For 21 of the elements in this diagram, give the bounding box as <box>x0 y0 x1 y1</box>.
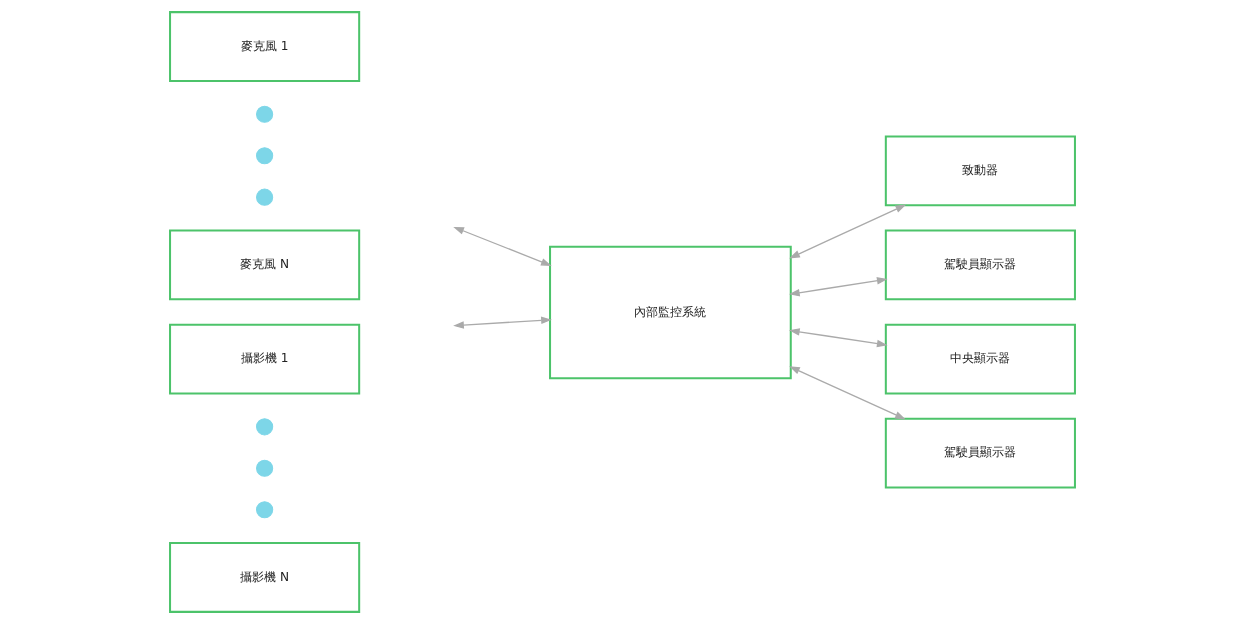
node-circle <box>256 147 274 165</box>
node-box: 駕駛員顯示器 <box>884 417 1076 489</box>
arrow <box>789 204 907 259</box>
arrow <box>789 366 906 420</box>
node-box: 中央顯示器 <box>884 323 1076 395</box>
node-box: 麥克風 N <box>169 229 361 301</box>
node-box: 駕駛員顯示器 <box>884 229 1076 301</box>
arrow <box>453 316 552 329</box>
node-box: 麥克風 1 <box>169 11 361 82</box>
node-circle <box>256 105 274 123</box>
node-box: 致動器 <box>884 135 1076 207</box>
arrow <box>788 277 888 297</box>
node-box: 攝影機 1 <box>169 323 361 395</box>
node-box: 攝影機 N <box>169 542 361 613</box>
node-box: 內部監控系統 <box>549 245 792 380</box>
node-circle <box>256 418 274 436</box>
arrow <box>453 226 552 266</box>
arrow <box>788 328 888 348</box>
node-circle <box>256 188 274 206</box>
node-circle <box>256 459 274 477</box>
node-circle <box>256 501 274 519</box>
